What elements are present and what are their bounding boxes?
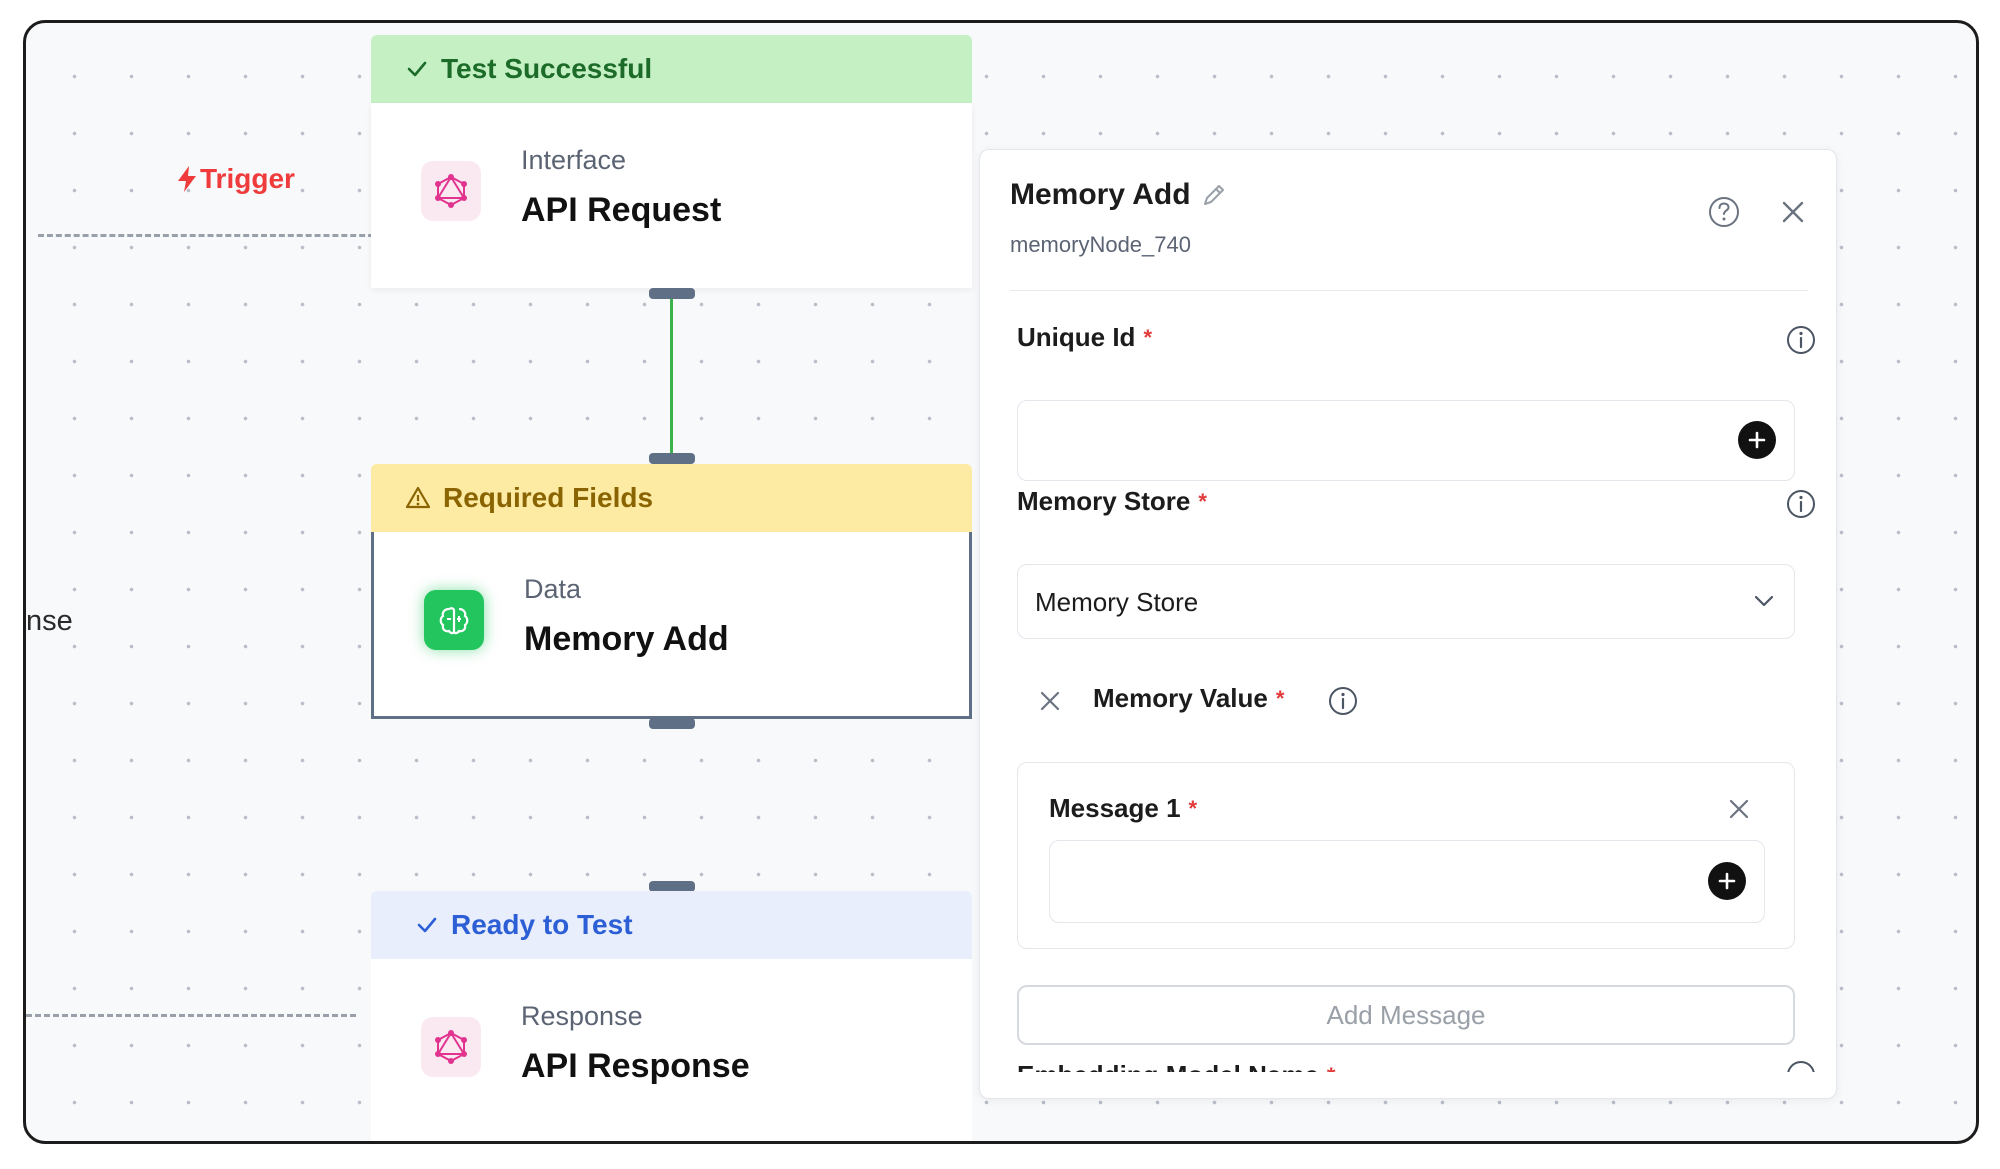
memory-store-selected: Memory Store [1035,587,1199,617]
help-icon[interactable] [1707,195,1741,229]
node-status-text: Required Fields [443,482,654,513]
add-variable-button[interactable] [1708,862,1746,900]
unique-id-label: Unique Id* [1017,322,1152,352]
node-handle-top[interactable] [649,453,695,464]
graphql-icon [421,161,481,221]
node-card[interactable]: Data Memory Add [371,532,972,719]
pencil-icon[interactable] [1201,182,1227,208]
memory-store-select[interactable]: Memory Store [1017,564,1795,639]
node-title: API Response [521,1047,750,1085]
plus-icon [1748,431,1766,449]
add-variable-button[interactable] [1738,421,1776,459]
node-status-text: Test Successful [441,53,653,84]
trigger-text: Trigger [200,163,295,194]
node-title: Memory Add [524,620,729,658]
info-icon[interactable] [1786,325,1816,355]
info-icon[interactable] [1786,489,1816,519]
node-settings-panel: Memory Add memoryNode_740 Unique Id* Mem… [979,149,1837,1099]
brain-icon [424,590,484,650]
unique-id-input[interactable] [1017,400,1795,481]
remove-memory-value-icon[interactable] [1037,688,1063,714]
node-handle-bottom[interactable] [649,288,695,299]
panel-node-id: memoryNode_740 [1010,232,1191,257]
info-icon[interactable] [1786,1060,1816,1072]
workflow-canvas[interactable]: Trigger nse Test Successful Interface AP… [23,20,1979,1144]
embedding-model-clip: Embedding Model Name* [980,1050,1836,1072]
trigger-label: Trigger [176,163,295,195]
node-api-response[interactable]: Ready to Test Response API Response [371,891,972,1141]
remove-message-icon[interactable] [1726,796,1752,822]
node-handle-top[interactable] [649,881,695,892]
close-icon[interactable] [1778,197,1808,227]
node-category: Response [521,1001,643,1031]
edge-dashed-top [38,234,383,237]
chevron-down-icon [1754,595,1774,607]
panel-title: Memory Add [1010,178,1191,211]
graphql-icon [421,1017,481,1077]
check-icon [417,917,437,933]
embedding-model-label: Embedding Model Name* [1017,1060,1335,1072]
node-api-request[interactable]: Test Successful Interface API Request [371,35,972,288]
node-memory-add[interactable]: Required Fields Data Memory Add [371,464,972,719]
node-title: API Request [521,191,722,229]
node-category: Data [524,574,582,604]
message-group: Message 1* [1017,762,1795,949]
node-card[interactable]: Response API Response [371,959,972,1141]
message-1-label: Message 1* [1049,793,1198,823]
memory-store-label: Memory Store* [1017,486,1207,516]
info-icon[interactable] [1328,686,1358,716]
edge-dashed-bottom [26,1014,356,1017]
node-handle-bottom[interactable] [649,718,695,729]
message-1-input[interactable] [1049,840,1765,923]
node-category: Interface [521,145,627,175]
memory-value-label: Memory Value* [1093,683,1285,713]
plus-icon [1718,872,1736,890]
add-message-button[interactable]: Add Message [1017,985,1795,1045]
node-status-bar: Test Successful [371,35,972,103]
edge-connector [670,299,673,466]
panel-title-row: Memory Add [1010,178,1227,212]
check-icon [407,61,427,77]
node-card[interactable]: Interface API Request [371,103,972,288]
panel-divider [1010,290,1808,291]
node-status-bar: Required Fields [371,464,972,532]
edge-label: nse [26,605,73,637]
warning-icon [405,486,431,509]
node-status-bar: Ready to Test [371,891,972,959]
node-status-text: Ready to Test [451,909,633,940]
lightning-icon [178,166,196,192]
